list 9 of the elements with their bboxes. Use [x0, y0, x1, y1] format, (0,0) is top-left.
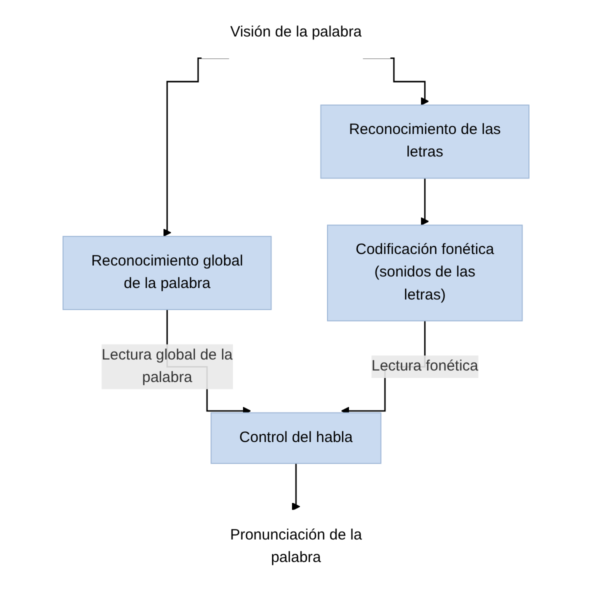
arrow — [420, 178, 429, 226]
node-box — [327, 224, 523, 322]
arrow — [292, 462, 300, 511]
node-text: Pronunciación de la palabra — [230, 527, 362, 566]
node-box — [62, 236, 272, 310]
edge-label: Lectura global de la palabra — [102, 347, 233, 386]
edge-label: Lectura fonética — [371, 358, 478, 374]
node-box — [210, 412, 382, 464]
node-box — [320, 104, 530, 179]
